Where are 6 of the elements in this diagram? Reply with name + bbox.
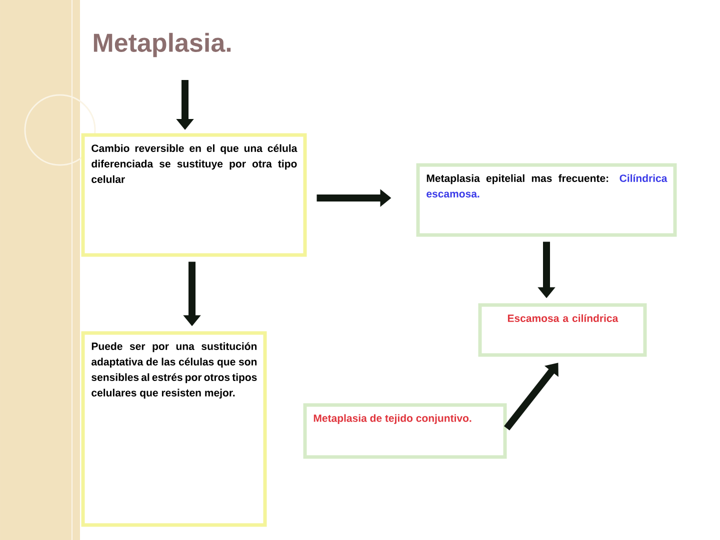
text-box: Puede ser por una sustitución adaptativa de las células que son sensibles al estrés por otros tipos celulares que resisten mejor.	[81, 331, 267, 527]
title: Metaplasia.	[94, 32, 231, 58]
text-box: Escamosa a cilíndrica	[478, 303, 647, 357]
text-box: Metaplasia de tejido conjuntivo.	[303, 403, 507, 459]
text-box: Metaplasia epitelial mas frecuente: Cilíndrica escamosa.	[416, 163, 677, 237]
text-box: Cambio reversible en el que una célula diferenciada se sustituye por otra tipo celular	[81, 133, 307, 257]
